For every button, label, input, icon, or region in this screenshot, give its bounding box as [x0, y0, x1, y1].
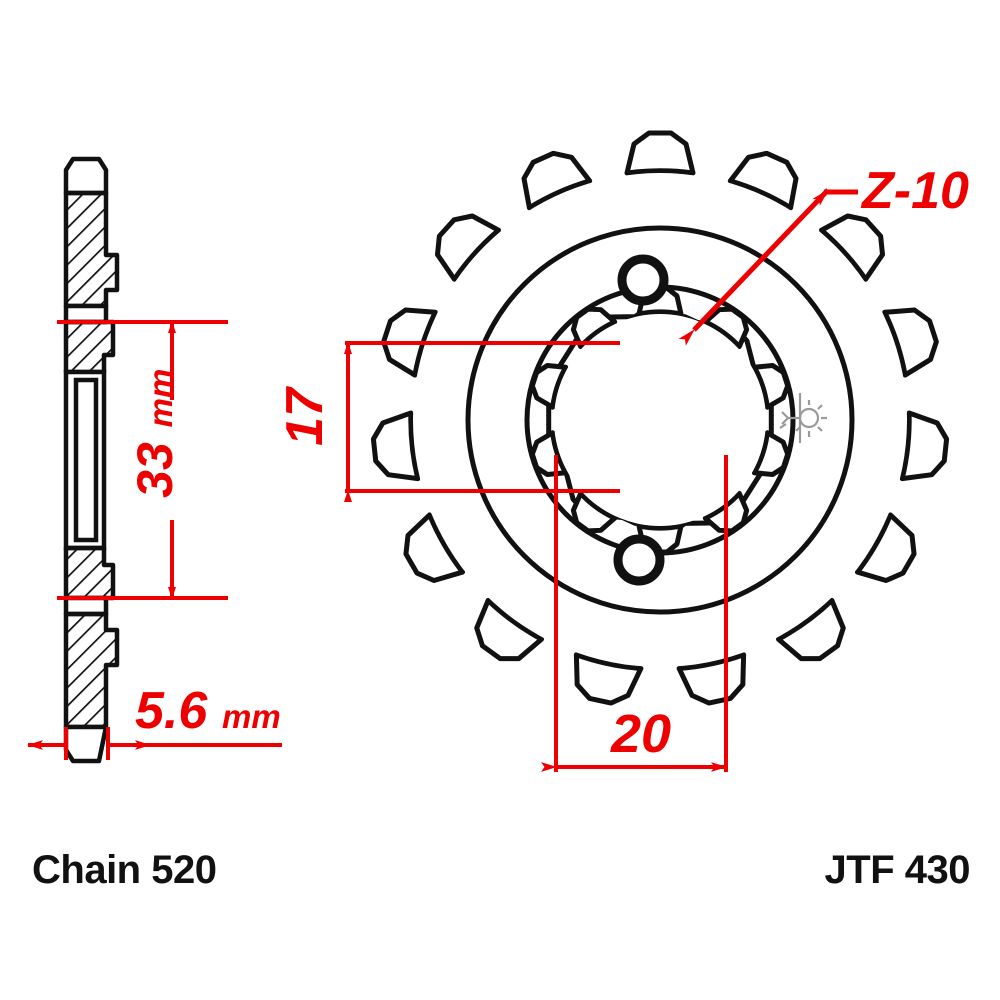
cross-section-view: 33 mm 5.6 mm — [27, 156, 282, 764]
section-lower-tooth — [63, 611, 120, 764]
callout-z10-label: Z-10 — [860, 162, 969, 220]
dimension-17: 17 — [276, 341, 620, 502]
dimension-33mm-value: 33 — [127, 442, 183, 498]
dimension-17-value: 17 — [276, 386, 334, 446]
dimension-33mm: 33 mm — [57, 320, 228, 600]
face-view: Z-10 17 20 — [276, 130, 969, 772]
section-central-web — [63, 369, 107, 551]
part-number-label: JTF 430 — [824, 848, 971, 892]
dimension-5-6mm-unit: mm — [222, 698, 281, 735]
dimension-20: 20 — [541, 455, 728, 772]
dimension-5-6mm: 5.6 mm — [27, 682, 282, 760]
callout-z10: Z-10 — [678, 162, 969, 346]
section-upper-flange — [63, 303, 116, 375]
surface-finish-icon — [779, 393, 827, 443]
bolt-hole-bottom — [613, 534, 665, 586]
chain-label: Chain 520 — [32, 848, 217, 892]
section-lower-flange — [63, 545, 116, 617]
dimension-20-value: 20 — [610, 704, 671, 764]
dimension-33mm-unit: mm — [142, 369, 179, 428]
bolt-hole-top — [617, 254, 669, 306]
section-upper-tooth — [63, 156, 120, 309]
dimension-5-6mm-value: 5.6 — [135, 682, 208, 740]
